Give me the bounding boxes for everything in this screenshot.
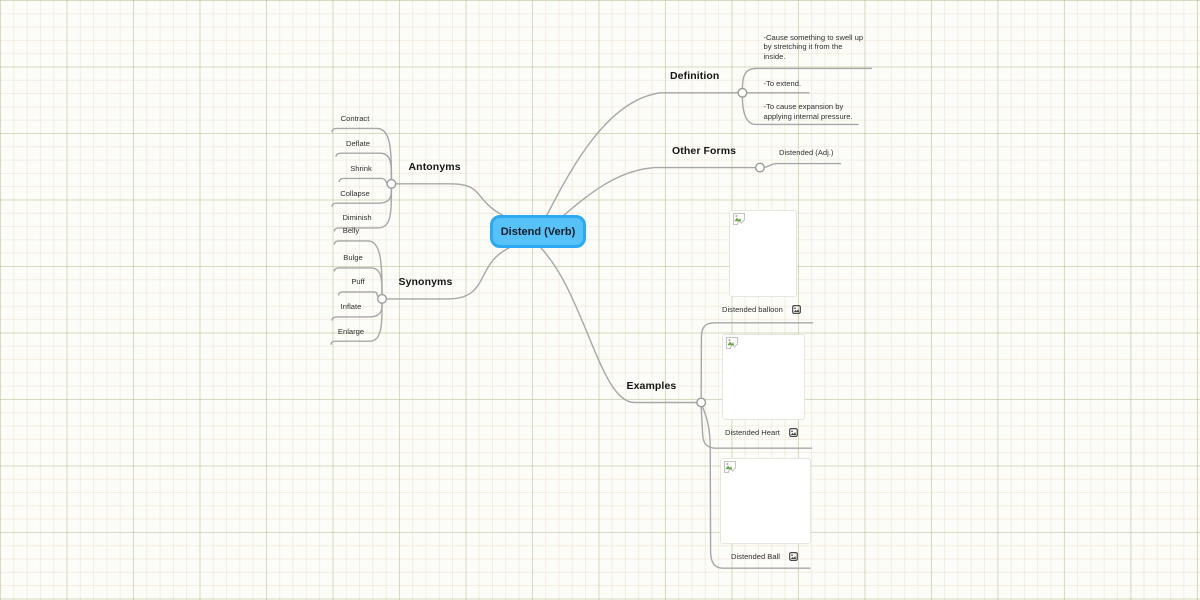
underline-enlarge: [330, 302, 383, 345]
node-definition-2[interactable]: -To extend.: [763, 78, 802, 88]
node-inflate[interactable]: Inflate: [340, 302, 362, 312]
node-collapse[interactable]: Collapse: [340, 188, 370, 198]
branch-handle-other-forms[interactable]: [754, 162, 765, 173]
node-shrink[interactable]: Shrink: [350, 164, 372, 173]
node-distended-adj[interactable]: Distended (Adj.): [779, 147, 834, 157]
branch-label-antonyms[interactable]: Antonyms: [408, 160, 461, 173]
example-label: Distended balloon: [722, 304, 783, 314]
node-enlarge[interactable]: Enlarge: [337, 326, 365, 336]
node-contract[interactable]: Contract: [340, 114, 370, 123]
underline-deflate: [335, 152, 393, 181]
underline-bulge: [333, 267, 383, 296]
node-distended-balloon[interactable]: Distended balloon: [722, 305, 801, 314]
image-icon[interactable]: [791, 304, 801, 314]
root-topic-node[interactable]: Distend (Verb): [490, 215, 586, 248]
node-belly[interactable]: Belly: [342, 226, 360, 236]
underline-definition-1: [741, 67, 873, 90]
branch-label-definition[interactable]: Definition: [670, 70, 720, 82]
underline-contract: [331, 127, 393, 181]
node-bulge[interactable]: Bulge: [343, 253, 363, 263]
broken-image-icon: [726, 337, 738, 349]
connector-root-other-forms: [562, 166, 757, 217]
underline-distended-heart: [700, 406, 813, 449]
branch-handle-antonyms[interactable]: [386, 178, 397, 189]
node-puff[interactable]: Puff: [351, 277, 365, 287]
underline-distended-ball: [701, 406, 811, 569]
node-deflate[interactable]: Deflate: [345, 138, 371, 148]
underline-distended-balloon: [700, 322, 814, 399]
image-placeholder-distended-balloon[interactable]: [729, 210, 797, 297]
example-label: Distended Ball: [731, 551, 780, 561]
branch-handle-synonyms[interactable]: [377, 293, 388, 304]
image-placeholder-distended-ball[interactable]: [720, 458, 811, 544]
connector-root-synonyms: [385, 247, 510, 300]
branch-label-synonyms[interactable]: Synonyms: [398, 275, 453, 288]
underline-diminish: [333, 187, 393, 232]
broken-image-icon: [724, 461, 736, 473]
example-label: Distended Heart: [725, 428, 780, 437]
branch-handle-definition[interactable]: [737, 87, 748, 98]
connector-root-examples: [540, 247, 698, 404]
node-distended-heart[interactable]: Distended Heart: [725, 428, 798, 437]
connector-root-antonyms: [394, 183, 505, 217]
node-diminish[interactable]: Diminish: [342, 213, 372, 223]
node-definition-1[interactable]: -Cause something to swell up by stretchi…: [763, 32, 864, 62]
image-icon[interactable]: [788, 428, 798, 437]
node-definition-3[interactable]: -To cause expansion by applying internal…: [763, 101, 853, 121]
underline-belly: [333, 240, 383, 296]
node-distended-ball[interactable]: Distended Ball: [731, 552, 798, 561]
underline-puff: [337, 291, 379, 298]
branch-handle-examples[interactable]: [696, 397, 707, 408]
connector-root-definition: [546, 92, 739, 216]
image-placeholder-distended-heart[interactable]: [722, 334, 805, 420]
branch-label-other-forms[interactable]: Other Forms: [672, 144, 737, 157]
broken-image-icon: [733, 213, 745, 225]
underline-definition-3: [741, 96, 859, 126]
branch-label-examples[interactable]: Examples: [626, 380, 677, 392]
underline-distended-adj: [763, 162, 842, 168]
underline-shrink: [338, 177, 388, 184]
image-icon[interactable]: [789, 551, 798, 561]
